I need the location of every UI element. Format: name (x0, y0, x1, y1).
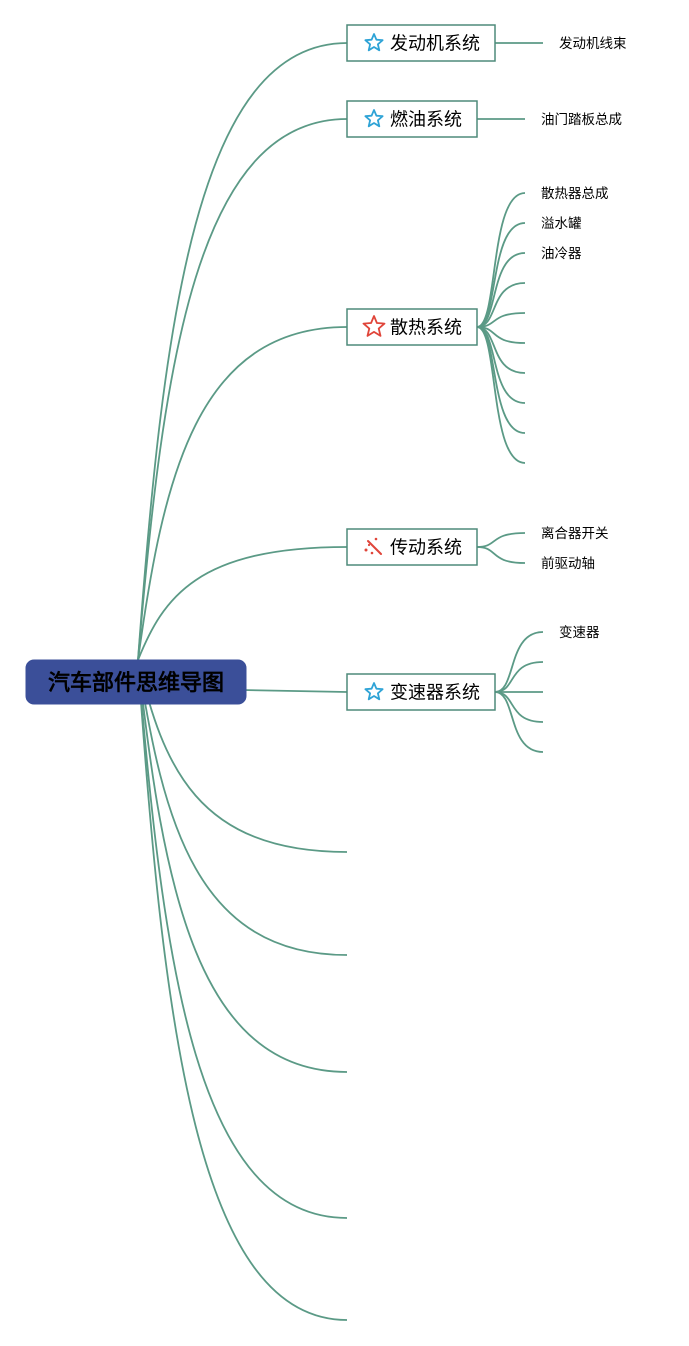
branch-node[interactable]: 传动系统 (346, 528, 478, 566)
branch-label: 燃油系统 (390, 110, 462, 131)
branch-connector (137, 659, 348, 956)
star-outline-blue-icon (364, 33, 384, 52)
branch-node[interactable]: 燃油系统 (346, 100, 478, 138)
leaf-connector (494, 631, 544, 693)
leaf-node-label[interactable]: 油门踏板总成 (541, 112, 622, 128)
branch-label: 发动机系统 (390, 34, 480, 55)
branch-node[interactable]: 变速器系统 (346, 673, 496, 711)
leaf-connector (476, 282, 526, 328)
leaf-connector (476, 222, 526, 328)
leaf-connector (476, 192, 526, 328)
branch-connector (137, 546, 348, 661)
star-outline-blue-icon (364, 109, 384, 128)
connector-lines (137, 42, 544, 1321)
leaf-connector (494, 661, 544, 693)
central-topic-label: 汽车部件思维导图 (48, 670, 224, 696)
branch-connector (137, 326, 348, 661)
leaf-node-label[interactable]: 离合器开关 (541, 525, 609, 542)
branch-connector (137, 659, 348, 1321)
branch-node[interactable]: 散热系统 (346, 308, 478, 346)
leaf-node-label[interactable]: 油冷器 (541, 246, 582, 262)
star-outline-red-icon (362, 315, 386, 337)
leaf-node-label[interactable]: 前驱动轴 (541, 555, 595, 572)
leaf-connector (494, 691, 544, 753)
branch-label: 散热系统 (390, 318, 462, 339)
leaf-connector (494, 691, 544, 723)
branch-connector (137, 659, 348, 1219)
branch-connector (137, 118, 348, 661)
star-outline-blue-icon (364, 682, 384, 701)
branch-connector (137, 659, 348, 1073)
branch-label: 变速器系统 (390, 683, 480, 704)
branch-label: 传动系统 (390, 538, 462, 559)
branch-connector (137, 42, 348, 661)
leaf-connector (476, 532, 526, 548)
leaf-node-label[interactable]: 散热器总成 (541, 186, 609, 202)
leaf-node-label[interactable]: 变速器 (559, 625, 600, 641)
branch-node[interactable]: 发动机系统 (346, 24, 496, 62)
leaf-connector (476, 252, 526, 328)
leaf-node-label[interactable]: 溢水罐 (541, 216, 582, 232)
central-topic-node[interactable]: 汽车部件思维导图 (25, 659, 247, 705)
magic-wand-icon (364, 537, 382, 555)
leaf-node-label[interactable]: 发动机线束 (559, 36, 627, 52)
leaf-connector (476, 326, 526, 464)
leaf-connector (476, 546, 526, 564)
